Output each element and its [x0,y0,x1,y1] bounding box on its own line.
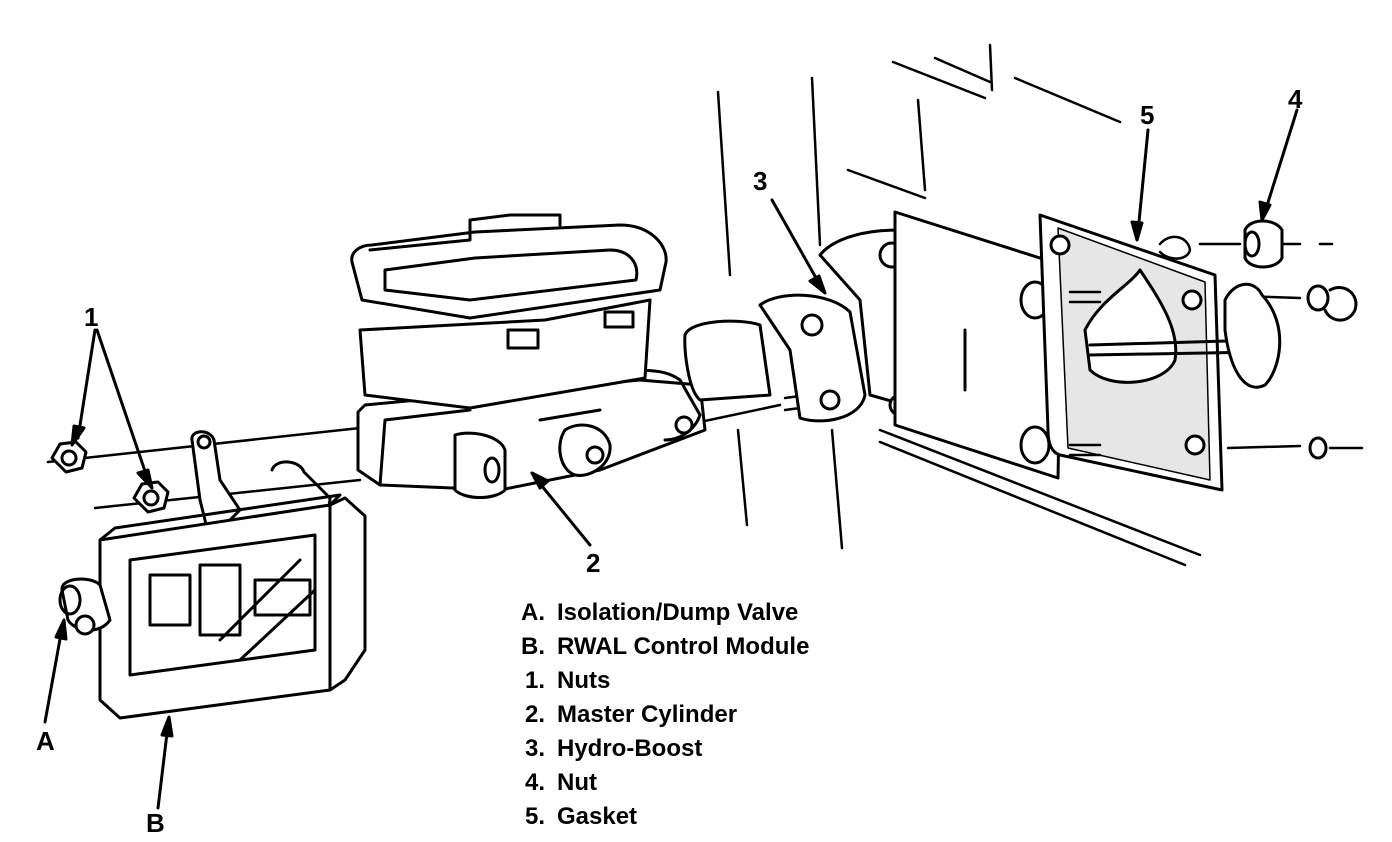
firewall-lines [716,43,1202,567]
legend-item: 5. Gasket [505,800,809,834]
rwal-control-module [98,493,367,720]
nut-upper [50,440,88,474]
parts-legend: A. Isolation/Dump Valve B. RWAL Control … [505,596,809,834]
nut-gasket [1243,219,1284,269]
legend-key: 3. [524,735,545,762]
legend-text: RWAL Control Module [557,633,810,660]
callout-2: 2 [586,548,601,578]
legend-key: A. [521,599,545,626]
legend-key: 5. [524,803,545,830]
callout-4: 4 [1288,84,1303,114]
callout-5: 5 [1140,100,1155,130]
isolation-dump-valve [58,577,112,636]
callout-1: 1 [84,302,99,332]
legend-text: Master Cylinder [557,701,738,728]
legend-key: 2. [524,701,545,728]
leader-lines [43,108,1299,810]
legend-text: Gasket [557,803,638,830]
legend-item: A. Isolation/Dump Valve [505,596,809,630]
callout-b: B [146,808,165,838]
stud-bolts [1068,235,1192,457]
legend-text: Nut [557,769,597,796]
nut-lower [132,480,170,514]
legend-key: 4. [524,769,545,796]
callout-a: A [36,726,55,756]
legend-text: Hydro-Boost [557,735,703,762]
legend-text: Isolation/Dump Valve [557,599,799,626]
legend-item: 3. Hydro-Boost [505,732,809,766]
reservoir [350,213,668,410]
mounting-plate [893,210,1064,480]
legend-key: B. [521,633,545,660]
legend-item: 4. Nut [505,766,809,800]
pushrod-clevis [1223,282,1358,460]
legend-item: 1. Nuts [505,664,809,698]
legend-key: 1. [524,667,545,694]
callout-3: 3 [753,166,768,196]
legend-text: Nuts [557,667,611,694]
legend-item: B. RWAL Control Module [505,630,809,664]
legend-item: 2. Master Cylinder [505,698,809,732]
